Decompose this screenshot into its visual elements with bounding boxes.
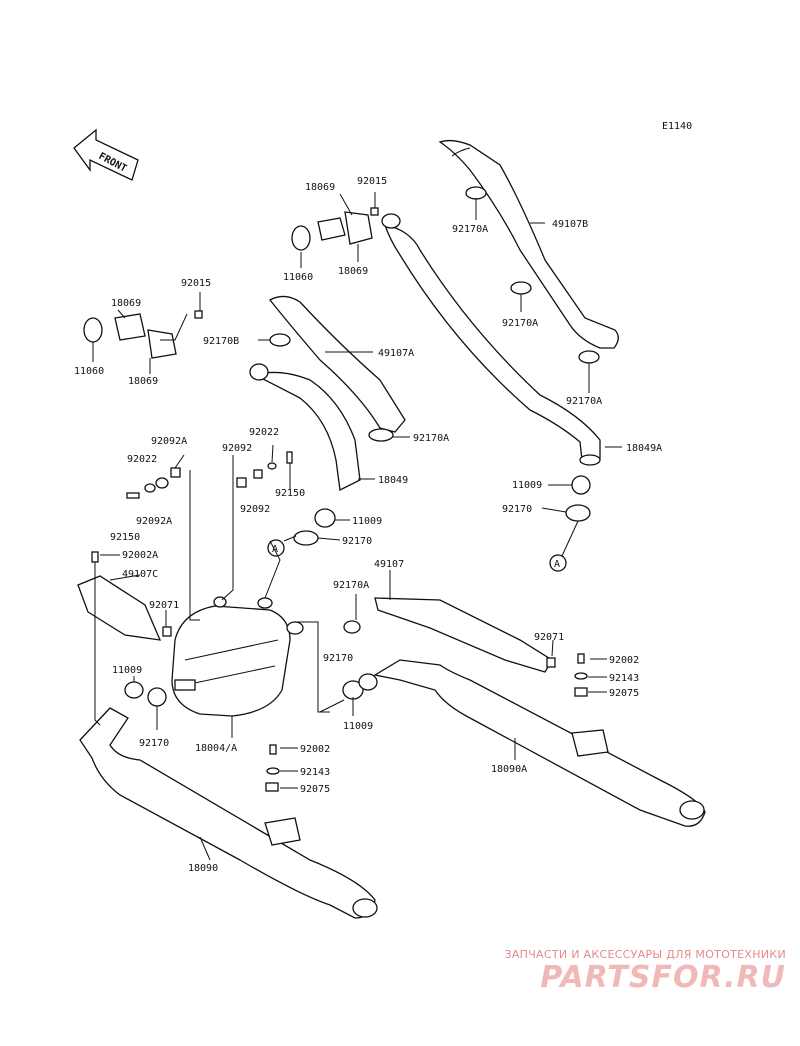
washer-92143-r-icon (574, 672, 588, 680)
watermark-caption: ЗАПЧАСТИ И АКСЕССУАРЫ ДЛЯ МОТОТЕХНИКИ (504, 948, 786, 961)
nut-92071-left-icon (162, 626, 172, 637)
heat-shield-49107C-icon (77, 575, 162, 641)
clamp-92170A-mid-icon (368, 428, 394, 442)
clamp-92170A-c-icon (343, 620, 361, 634)
label-92002-right: 92002 (609, 655, 639, 666)
bolt-92002A-icon (91, 551, 99, 563)
label-18069-left: 18069 (111, 298, 141, 309)
label-92170A-3: 92170A (566, 396, 602, 407)
callout-a-right-icon: A (549, 554, 567, 572)
label-92170A-1: 92170A (452, 224, 488, 235)
label-92170-left: 92170 (139, 738, 169, 749)
grommet-92075-b-icon (265, 782, 279, 792)
bolt-92002-r-icon (577, 653, 585, 664)
label-92170A-2: 92170A (502, 318, 538, 329)
label-92075-bottom: 92075 (300, 784, 330, 795)
watermark: ЗАПЧАСТИ И АКСЕССУАРЫ ДЛЯ МОТОТЕХНИКИ PA… (486, 948, 786, 995)
label-49107C: 49107C (122, 569, 158, 580)
label-92170A-mid: 92170A (413, 433, 449, 444)
label-49107: 49107 (374, 559, 404, 570)
label-92170-mid: 92170 (342, 536, 372, 547)
nut-92071-right-icon (546, 657, 556, 668)
front-arrow-icon: FRONT (73, 128, 139, 181)
diagram-code: E1140 (662, 121, 692, 132)
bolt-92002-b-icon (269, 744, 277, 755)
label-18004A: 18004/A (195, 743, 237, 754)
label-92015-top: 92015 (357, 176, 387, 187)
nut-92015-top-icon (370, 207, 379, 216)
label-18090: 18090 (188, 863, 218, 874)
label-92150-left: 92150 (110, 532, 140, 543)
label-92170B: 92170B (203, 336, 239, 347)
label-18090A: 18090A (491, 764, 527, 775)
clamp-92170A-3-icon (578, 350, 600, 364)
front-pipe-18049 (249, 363, 361, 491)
clamp-92170B-icon (269, 333, 291, 347)
label-92170A-c: 92170A (333, 580, 369, 591)
gasket-11060-left-icon (83, 317, 103, 343)
leader-lines (92, 192, 622, 861)
header-pipe-49107A (269, 295, 406, 433)
clamp-92170-right-icon (565, 504, 591, 522)
label-92092A-1: 92092A (151, 436, 187, 447)
collar-11009-mid-icon (314, 508, 336, 528)
flange-18069-left-icon (114, 313, 146, 341)
label-92092: 92092 (222, 443, 252, 454)
collar-11009-right-icon (571, 475, 591, 495)
clamp-92170-left-icon (147, 687, 167, 707)
label-49107A: 49107A (378, 348, 414, 359)
label-92015-left: 92015 (181, 278, 211, 289)
collar-11009-c-icon (358, 673, 378, 691)
label-92170-right: 92170 (502, 504, 532, 515)
clamp-92170-mid-icon (293, 530, 319, 546)
label-18049A: 18049A (626, 443, 662, 454)
label-49107B: 49107B (552, 219, 588, 230)
gasket-11060-top-icon (291, 225, 311, 251)
watermark-logo: PARTSFOR.RU (540, 960, 786, 995)
label-18049: 18049 (378, 475, 408, 486)
label-92071-left: 92071 (149, 600, 179, 611)
collar-11009-left-icon (124, 681, 144, 699)
label-18069-left2: 18069 (128, 376, 158, 387)
label-92143-bottom: 92143 (300, 767, 330, 778)
front-pipe-18049A (381, 213, 601, 466)
clamp-92170A-2-icon (510, 281, 532, 295)
label-11009-mid: 11009 (352, 516, 382, 527)
label-92002-bottom: 92002 (300, 744, 330, 755)
label-11060-left: 11060 (74, 366, 104, 377)
muffler-18090 (79, 707, 378, 919)
flange-18069-left2-icon (147, 329, 177, 359)
muffler-18004A (171, 596, 304, 717)
flange-18069-top2-icon (344, 211, 373, 245)
label-92075-right: 92075 (609, 688, 639, 699)
label-92143-right: 92143 (609, 673, 639, 684)
label-92092A-2: 92092A (136, 516, 172, 527)
muffler-18090A (373, 659, 706, 827)
grommet-92075-r-icon (574, 687, 588, 697)
label-92022-a: 92022 (249, 427, 279, 438)
label-92002A: 92002A (122, 550, 158, 561)
label-11009-right: 11009 (512, 480, 542, 491)
label-92150-right: 92150 (275, 488, 305, 499)
label-11060-top: 11060 (283, 272, 313, 283)
label-18069-top: 18069 (305, 182, 335, 193)
flange-18069-top-icon (317, 217, 346, 241)
label-92092-b: 92092 (240, 504, 270, 515)
label-11009-c: 11009 (343, 721, 373, 732)
heat-shield-49107-icon (374, 597, 553, 673)
label-92022-b: 92022 (127, 454, 157, 465)
label-92071-right: 92071 (534, 632, 564, 643)
label-92170-c: 92170 (323, 653, 353, 664)
washer-92143-b-icon (266, 767, 280, 775)
label-18069-top2: 18069 (338, 266, 368, 277)
label-11009-left: 11009 (112, 665, 142, 676)
nut-92015-left-icon (194, 310, 203, 319)
clamp-92170A-1-icon (465, 186, 487, 200)
svg-text:A: A (554, 559, 560, 570)
header-pipe-49107B (438, 139, 619, 349)
